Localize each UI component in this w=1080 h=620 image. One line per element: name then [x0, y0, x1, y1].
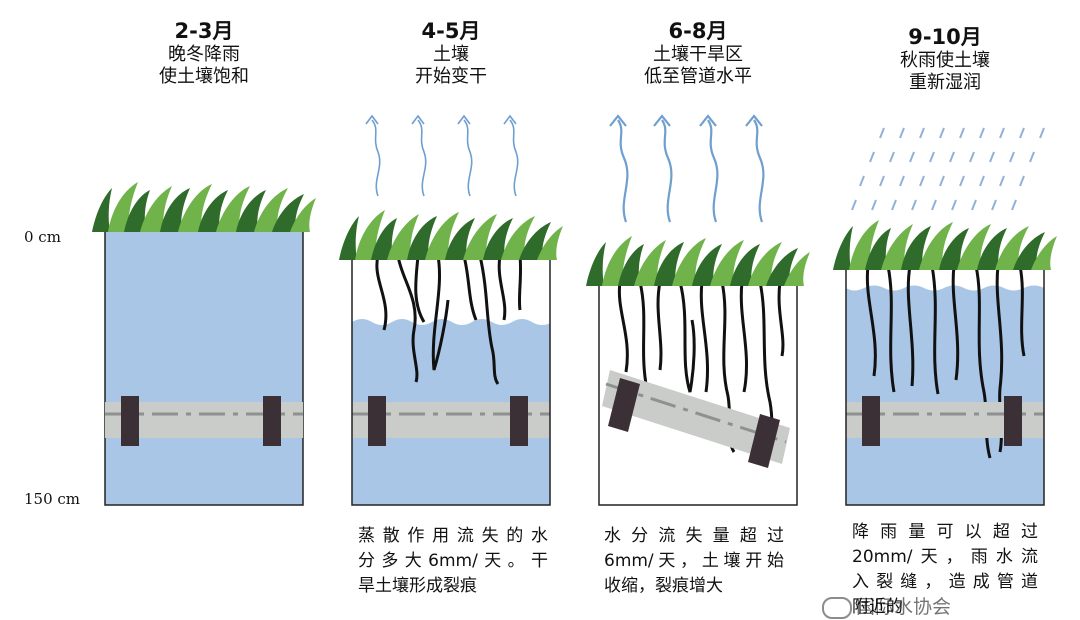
wechat-icon	[822, 596, 852, 619]
stage-month: 2-3月	[174, 19, 234, 43]
soil-cracks	[865, 266, 1026, 459]
note-line: 水分流失量超过	[604, 526, 784, 546]
pipe-coupling-icon	[748, 414, 780, 468]
pipe-coupling-icon	[1004, 396, 1022, 446]
note-line: 20mm/天，雨水流	[852, 547, 1038, 567]
stage-header-1: 2-3月 晚冬降雨 使土壤饱和	[94, 18, 314, 88]
pipe-coupling-icon	[862, 396, 880, 446]
pipe-coupling-icon	[263, 396, 281, 446]
grass-icon	[92, 182, 316, 232]
grass-icon	[339, 210, 563, 260]
note-line: 收缩，裂痕增大	[604, 576, 723, 596]
watermark-text: 国际水协会	[856, 596, 952, 618]
stage-line-2: 使土壤饱和	[159, 66, 249, 87]
evaporation-arrow-icon	[609, 114, 765, 223]
panel-4-soil	[833, 127, 1057, 506]
soil-cracks	[375, 256, 523, 385]
stage-header-2: 4-5月 土壤 开始变干	[341, 18, 561, 88]
stage-header-3: 6-8月 土壤干旱区 低至管道水平	[588, 18, 808, 88]
watermark: 国际水协会	[822, 592, 951, 619]
grass-icon	[586, 236, 810, 286]
stage-header-4: 9-10月 秋雨使土壤 重新湿润	[835, 24, 1055, 94]
note-stage-4: 降雨量可以超过 20mm/天，雨水流 入裂缝，造成管道 附近的	[852, 520, 1038, 620]
stage-line-1: 土壤干旱区	[653, 44, 743, 65]
pipe-coupling-icon	[608, 378, 640, 432]
panel-1-soil	[92, 182, 316, 506]
stage-line-1: 土壤	[433, 44, 469, 65]
pipe-coupling-icon	[510, 396, 528, 446]
grass-icon	[833, 220, 1057, 270]
note-line: 蒸散作用流失的水	[358, 526, 548, 546]
note-line: 分多大6mm/天。干	[358, 551, 548, 571]
stage-line-1: 晚冬降雨	[168, 44, 240, 65]
stage-line-1: 秋雨使土壤	[900, 50, 990, 71]
panel-2-soil	[339, 114, 563, 506]
note-line: 入裂缝，造成管道	[852, 572, 1038, 592]
stage-month: 6-8月	[668, 19, 728, 43]
note-line: 6mm/天，土壤开始	[604, 551, 784, 571]
stage-line-2: 重新湿润	[909, 72, 981, 93]
stage-line-2: 开始变干	[415, 66, 487, 87]
note-line: 旱土壤形成裂痕	[358, 576, 477, 596]
depth-label-top: 0 cm	[24, 228, 61, 246]
note-line: 降雨量可以超过	[852, 522, 1038, 542]
evaporation-arrow-icon	[365, 114, 519, 197]
rain-icon	[851, 127, 1045, 211]
note-stage-3: 水分流失量超过 6mm/天，土壤开始 收缩，裂痕增大	[604, 524, 784, 599]
panel-3-soil	[586, 114, 810, 506]
pipe-coupling-icon	[121, 396, 139, 446]
stage-month: 9-10月	[908, 25, 982, 49]
note-stage-2: 蒸散作用流失的水 分多大6mm/天。干 旱土壤形成裂痕	[358, 524, 548, 599]
depth-label-bottom: 150 cm	[24, 490, 81, 508]
pipe-coupling-icon	[368, 396, 386, 446]
stage-month: 4-5月	[421, 19, 481, 43]
note-line: 附近的	[852, 597, 903, 617]
stage-line-2: 低至管道水平	[644, 66, 752, 87]
